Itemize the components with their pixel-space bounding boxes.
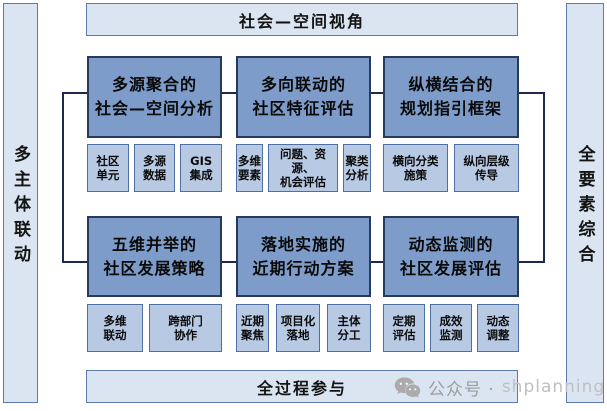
watermark-prefix: 公众号 · — [428, 379, 495, 400]
module-development-strategy: 五维并举的 社区发展策略 — [87, 216, 222, 297]
module-spatial-analysis: 多源聚合的 社会—空间分析 — [87, 56, 222, 138]
sub-box: 动态 调整 — [477, 304, 519, 352]
top-perspective-bar: 社会—空间视角 — [86, 3, 518, 36]
sub-box: 社区 单元 — [87, 144, 129, 192]
subrow-development-evaluation: 定期 评估 成效 监测 动态 调整 — [383, 304, 519, 352]
sub-box: 成效 监测 — [430, 304, 472, 352]
module-development-evaluation: 动态监测的 社区发展评估 — [383, 216, 519, 297]
watermark: 公众号 · shplanning — [394, 374, 605, 400]
connector-line — [370, 261, 384, 263]
left-linkage-bar: 多主体联动 — [3, 3, 38, 403]
sub-box: 问题、资源、 机会评估 — [268, 144, 338, 192]
bottom-participation-bar: 全过程参与 — [86, 370, 518, 403]
connector-line — [62, 92, 88, 94]
sub-box: 主体 分工 — [327, 304, 371, 352]
connector-line — [543, 92, 545, 263]
sub-box: 项目化 落地 — [276, 304, 320, 352]
connector-line — [221, 261, 237, 263]
sub-box: GIS 集成 — [180, 144, 223, 192]
right-synthesis-bar: 全要素综合 — [566, 3, 604, 403]
sub-box: 定期 评估 — [383, 304, 425, 352]
subrow-action-plan: 近期 聚焦 项目化 落地 主体 分工 — [236, 304, 371, 352]
subrow-spatial-analysis: 社区 单元 多源 数据 GIS 集成 — [87, 144, 223, 192]
subrow-planning-framework: 横向分类 施策 纵向层级 传导 — [383, 144, 519, 192]
module-feature-evaluation: 多向联动的 社区特征评估 — [236, 56, 371, 138]
module-planning-framework: 纵横结合的 规划指引框架 — [383, 56, 519, 138]
sub-box: 跨部门 协作 — [149, 304, 222, 352]
connector-line — [62, 261, 88, 263]
sub-box: 多维 联动 — [87, 304, 143, 352]
subrow-development-strategy: 多维 联动 跨部门 协作 — [87, 304, 222, 352]
sub-box: 横向分类 施策 — [383, 144, 448, 192]
module-action-plan: 落地实施的 近期行动方案 — [236, 216, 371, 297]
sub-box: 纵向层级 传导 — [454, 144, 519, 192]
wechat-icon — [394, 376, 421, 399]
connector-line — [62, 92, 64, 263]
watermark-name: shplanning — [501, 377, 606, 397]
connector-line — [518, 92, 545, 94]
subrow-feature-evaluation: 多维 要素 问题、资源、 机会评估 聚类 分析 — [236, 144, 371, 192]
sub-box: 近期 聚焦 — [236, 304, 269, 352]
sub-box: 多维 要素 — [236, 144, 263, 192]
sub-box: 聚类 分析 — [343, 144, 371, 192]
connector-line — [221, 92, 237, 94]
sub-box: 多源 数据 — [133, 144, 176, 192]
connector-line — [370, 92, 384, 94]
connector-line — [518, 261, 545, 263]
